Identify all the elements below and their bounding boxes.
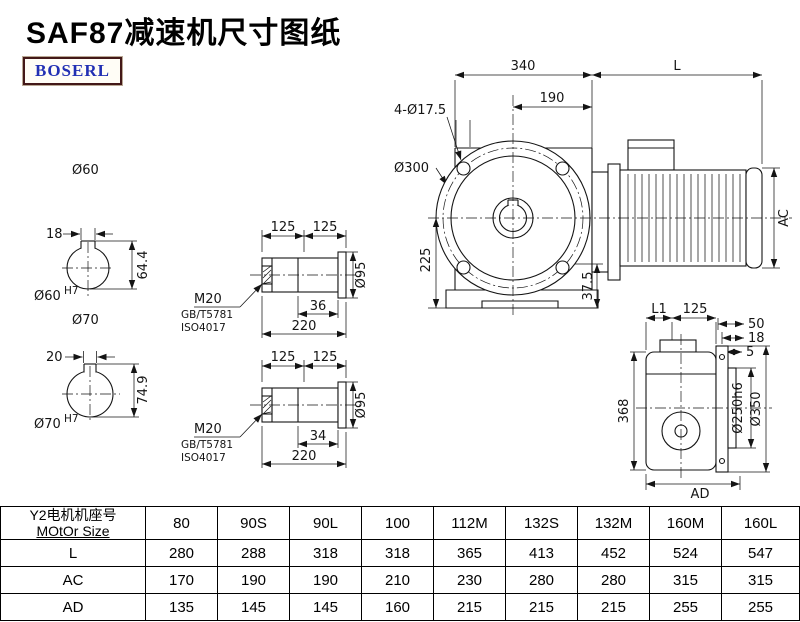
dim-d70-label: Ø70 — [72, 313, 99, 328]
dim-value-cell: 190 — [217, 566, 290, 594]
motor-size-header-cn: Y2电机机座号 — [29, 507, 117, 523]
row-label-cell: AD — [0, 593, 146, 621]
dim-value-cell: 280 — [577, 566, 650, 594]
thread-m20b-label: M20 — [194, 422, 222, 437]
dim-value-cell: 365 — [433, 539, 506, 567]
bore-60-end-view: Ø60 18 64.4 Ø60 H7 — [34, 163, 151, 304]
shaft-detail-bottom: 125 125 M20 GB/T5781 ISO4017 34 220 Ø95 — [181, 350, 369, 468]
dim-value-cell: 280 — [145, 539, 218, 567]
dim-d60-label: Ø60 — [72, 163, 99, 178]
size-header-cell: 100 — [361, 506, 434, 540]
size-header-cell: 90L — [289, 506, 362, 540]
dim-value-cell: 145 — [217, 593, 290, 621]
size-header-cell: 160M — [649, 506, 722, 540]
dim-125a-label: 125 — [271, 220, 296, 235]
dim-125d-label: 125 — [313, 350, 338, 365]
dim-value-cell: 315 — [721, 566, 800, 594]
dim-368-label: 368 — [617, 399, 632, 424]
page-title: SAF87减速机尺寸图纸 — [26, 17, 342, 50]
dim-125c-label: 125 — [271, 350, 296, 365]
dim-5-label: 5 — [746, 345, 754, 360]
technical-drawing: Ø60 18 64.4 Ø60 H7 Ø70 20 — [34, 59, 792, 502]
dim-value-cell: 160 — [361, 593, 434, 621]
dim-value-cell: 190 — [289, 566, 362, 594]
std-gb2-label: GB/T5781 — [181, 439, 233, 451]
dim-250-label: Ø250h6 — [731, 382, 746, 434]
size-header-cell: 112M — [433, 506, 506, 540]
bore60-tol-label: H7 — [64, 285, 79, 297]
size-header-cell: 90S — [217, 506, 290, 540]
bore60-label: Ø60 — [34, 289, 61, 304]
brand-logo: BOSERL — [23, 57, 122, 85]
dim-value-cell: 145 — [289, 593, 362, 621]
dim-340-label: 340 — [511, 59, 536, 74]
bore70-label: Ø70 — [34, 417, 61, 432]
size-header-cell: 80 — [145, 506, 218, 540]
dim-190-label: 190 — [540, 91, 565, 106]
dim-value-cell: 452 — [577, 539, 650, 567]
std-iso2-label: ISO4017 — [181, 452, 226, 464]
dim-95a-label: Ø95 — [354, 262, 369, 289]
dim-value-cell: 288 — [217, 539, 290, 567]
size-header-cell: 160L — [721, 506, 800, 540]
dim-350-label: Ø350 — [749, 391, 764, 426]
dim-50-label: 50 — [748, 317, 765, 332]
dim-keyw70-label: 20 — [46, 350, 63, 365]
dim-18-label: 18 — [748, 331, 765, 346]
shaft-detail-top: 125 125 M20 GB/T5781 ISO4017 36 220 Ø95 — [181, 220, 369, 338]
dim-value-cell: 215 — [433, 593, 506, 621]
dimension-table: Y2电机机座号 MOtOr Size 80 90S 90L 100 112M 1… — [0, 506, 800, 621]
std-gb-label: GB/T5781 — [181, 309, 233, 321]
dim-95b-label: Ø95 — [354, 392, 369, 419]
dim-value-cell: 215 — [505, 593, 578, 621]
dim-value-cell: 413 — [505, 539, 578, 567]
motor-size-header-en: MOtOr Size — [36, 523, 110, 539]
dim-L1-label: L1 — [651, 302, 667, 317]
dim-220a-label: 220 — [292, 319, 317, 334]
dim-value-cell: 547 — [721, 539, 800, 567]
table-row-AC: AC 170 190 190 210 230 280 280 315 315 — [0, 566, 800, 594]
dim-AC-label: AC — [777, 209, 792, 227]
dim-keyw60-label: 18 — [46, 227, 63, 242]
bore70-tol-label: H7 — [64, 413, 79, 425]
dim-value-cell: 230 — [433, 566, 506, 594]
table-row-L: L 280 288 318 318 365 413 452 524 547 — [0, 539, 800, 567]
dim-34-label: 34 — [310, 429, 327, 444]
row-label-cell: L — [0, 539, 146, 567]
dim-L-label: L — [673, 59, 681, 74]
dim-value-cell: 255 — [721, 593, 800, 621]
std-iso-label: ISO4017 — [181, 322, 226, 334]
dim-36-label: 36 — [310, 299, 327, 314]
row-label-cell: AC — [0, 566, 146, 594]
table-row-AD: AD 135 145 145 160 215 215 215 255 255 — [0, 593, 800, 621]
dim-value-cell: 280 — [505, 566, 578, 594]
dim-64-label: 64.4 — [136, 251, 151, 280]
dim-74-label: 74.9 — [136, 376, 151, 405]
dim-AD-label: AD — [691, 487, 710, 502]
bore-70-end-view: Ø70 20 74.9 Ø70 H7 — [34, 313, 151, 432]
size-header-cell: 132S — [505, 506, 578, 540]
dim-value-cell: 318 — [289, 539, 362, 567]
front-view: 340 L 190 4-Ø17.5 Ø300 — [394, 59, 792, 318]
dim-value-cell: 318 — [361, 539, 434, 567]
dim-value-cell: 170 — [145, 566, 218, 594]
dim-value-cell: 215 — [577, 593, 650, 621]
thread-m20-label: M20 — [194, 292, 222, 307]
dim-value-cell: 210 — [361, 566, 434, 594]
table-header-row: Y2电机机座号 MOtOr Size 80 90S 90L 100 112M 1… — [0, 506, 800, 540]
dim-125b-label: 125 — [313, 220, 338, 235]
dim-value-cell: 315 — [649, 566, 722, 594]
dim-125e-label: 125 — [683, 302, 708, 317]
size-header-cell: 132M — [577, 506, 650, 540]
dim-300-label: Ø300 — [394, 161, 429, 176]
dim-220b-label: 220 — [292, 449, 317, 464]
dim-37-label: 37.5 — [581, 272, 596, 301]
dim-value-cell: 255 — [649, 593, 722, 621]
dim-value-cell: 135 — [145, 593, 218, 621]
dim-225-label: 225 — [419, 248, 434, 273]
dim-value-cell: 524 — [649, 539, 722, 567]
side-view: L1 125 50 18 5 368 Ø250h6 — [617, 302, 772, 502]
dim-bolt-holes-label: 4-Ø17.5 — [394, 103, 446, 118]
motor-size-header-cell: Y2电机机座号 MOtOr Size — [0, 506, 146, 540]
